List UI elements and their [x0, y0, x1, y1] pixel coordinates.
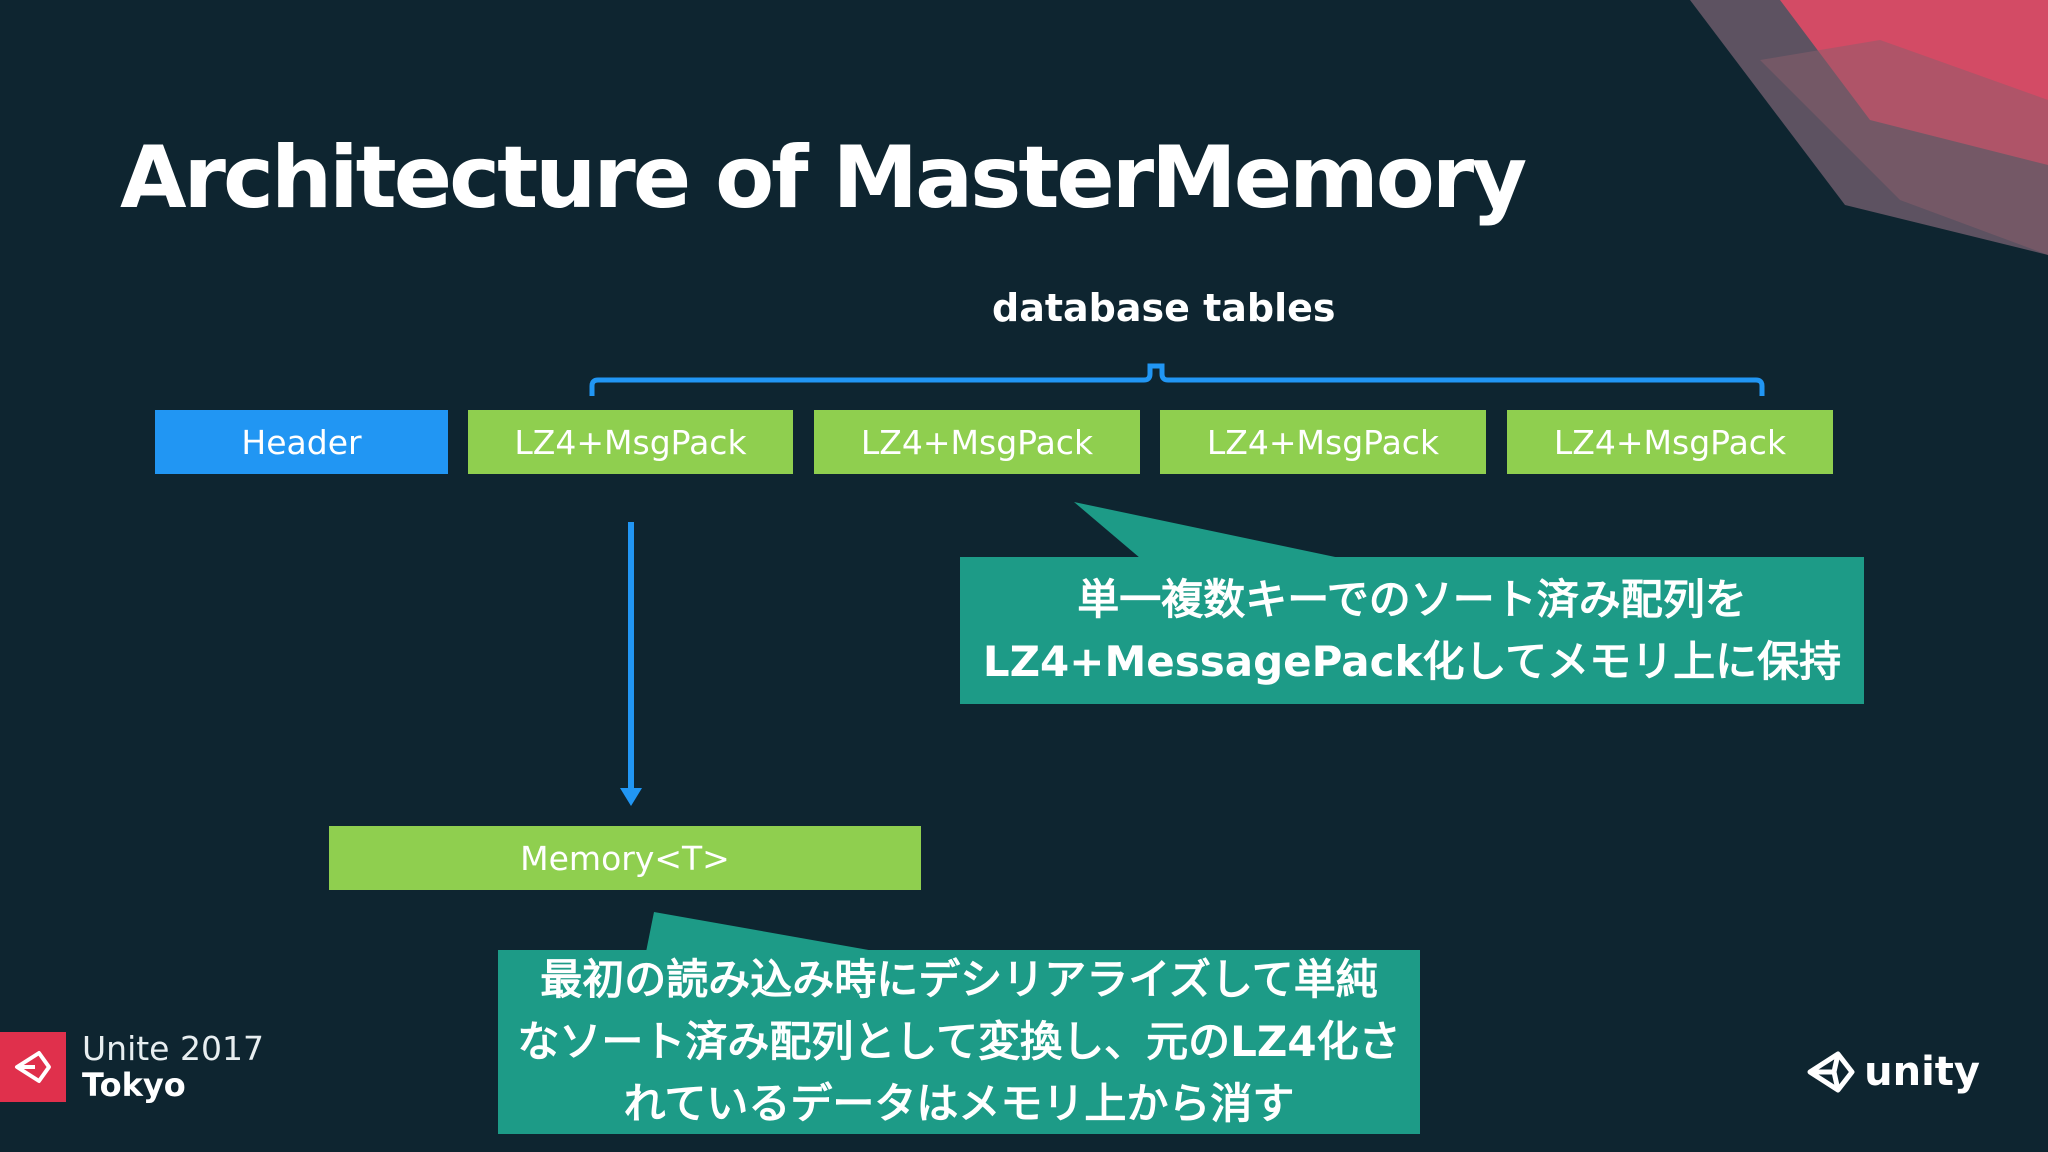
- header-block: Header: [155, 410, 448, 474]
- table-block-1-label: LZ4+MsgPack: [514, 422, 747, 462]
- event-branding: Unite 2017 Tokyo: [0, 1029, 264, 1104]
- database-tables-label: database tables: [992, 286, 1336, 330]
- table-block-4-label: LZ4+MsgPack: [1553, 422, 1787, 462]
- table-block-1: LZ4+MsgPack: [468, 410, 793, 474]
- header-block-label: Header: [241, 422, 362, 462]
- table-block-3-label: LZ4+MsgPack: [1206, 422, 1440, 462]
- callout-top-line-1: 単一複数キーでのソート済み配列を: [1077, 574, 1747, 624]
- memory-block: Memory<T>: [329, 826, 921, 890]
- table-block-3: LZ4+MsgPack: [1160, 410, 1486, 474]
- memory-block-label: Memory<T>: [520, 838, 730, 878]
- callout-top-tail: [1074, 502, 1340, 558]
- table-block-2-label: LZ4+MsgPack: [860, 422, 1094, 462]
- slide-title: Architecture of MasterMemory: [120, 128, 1527, 228]
- down-arrow: [620, 522, 642, 806]
- event-city: Tokyo: [82, 1066, 186, 1104]
- table-block-2: LZ4+MsgPack: [814, 410, 1140, 474]
- callout-bottom-tail: [646, 912, 880, 952]
- unity-cube-icon: [1807, 1051, 1855, 1093]
- unity-brand-text: unity: [1864, 1049, 1980, 1095]
- callout-bottom-line-3: れているデータはメモリ上から消す: [623, 1079, 1295, 1128]
- callout-bottom: 最初の読み込み時にデシリアライズして単純 なソート済み配列として変換し、元のLZ…: [498, 950, 1420, 1134]
- unity-brand-logo: unity: [1806, 1046, 1980, 1098]
- callout-top: 単一複数キーでのソート済み配列を LZ4+MessagePack化してメモリ上に…: [960, 557, 1864, 704]
- callout-bottom-line-1: 最初の読み込み時にデシリアライズして単純: [540, 955, 1378, 1004]
- callout-bottom-line-2: なソート済み配列として変換し、元のLZ4化さ: [517, 1017, 1401, 1066]
- table-block-4: LZ4+MsgPack: [1507, 410, 1833, 474]
- unity-cube-icon: [0, 1032, 66, 1102]
- database-tables-brace: [589, 363, 1765, 396]
- event-name: Unite 2017: [82, 1029, 264, 1068]
- callout-top-line-2: LZ4+MessagePack化してメモリ上に保持: [982, 636, 1842, 686]
